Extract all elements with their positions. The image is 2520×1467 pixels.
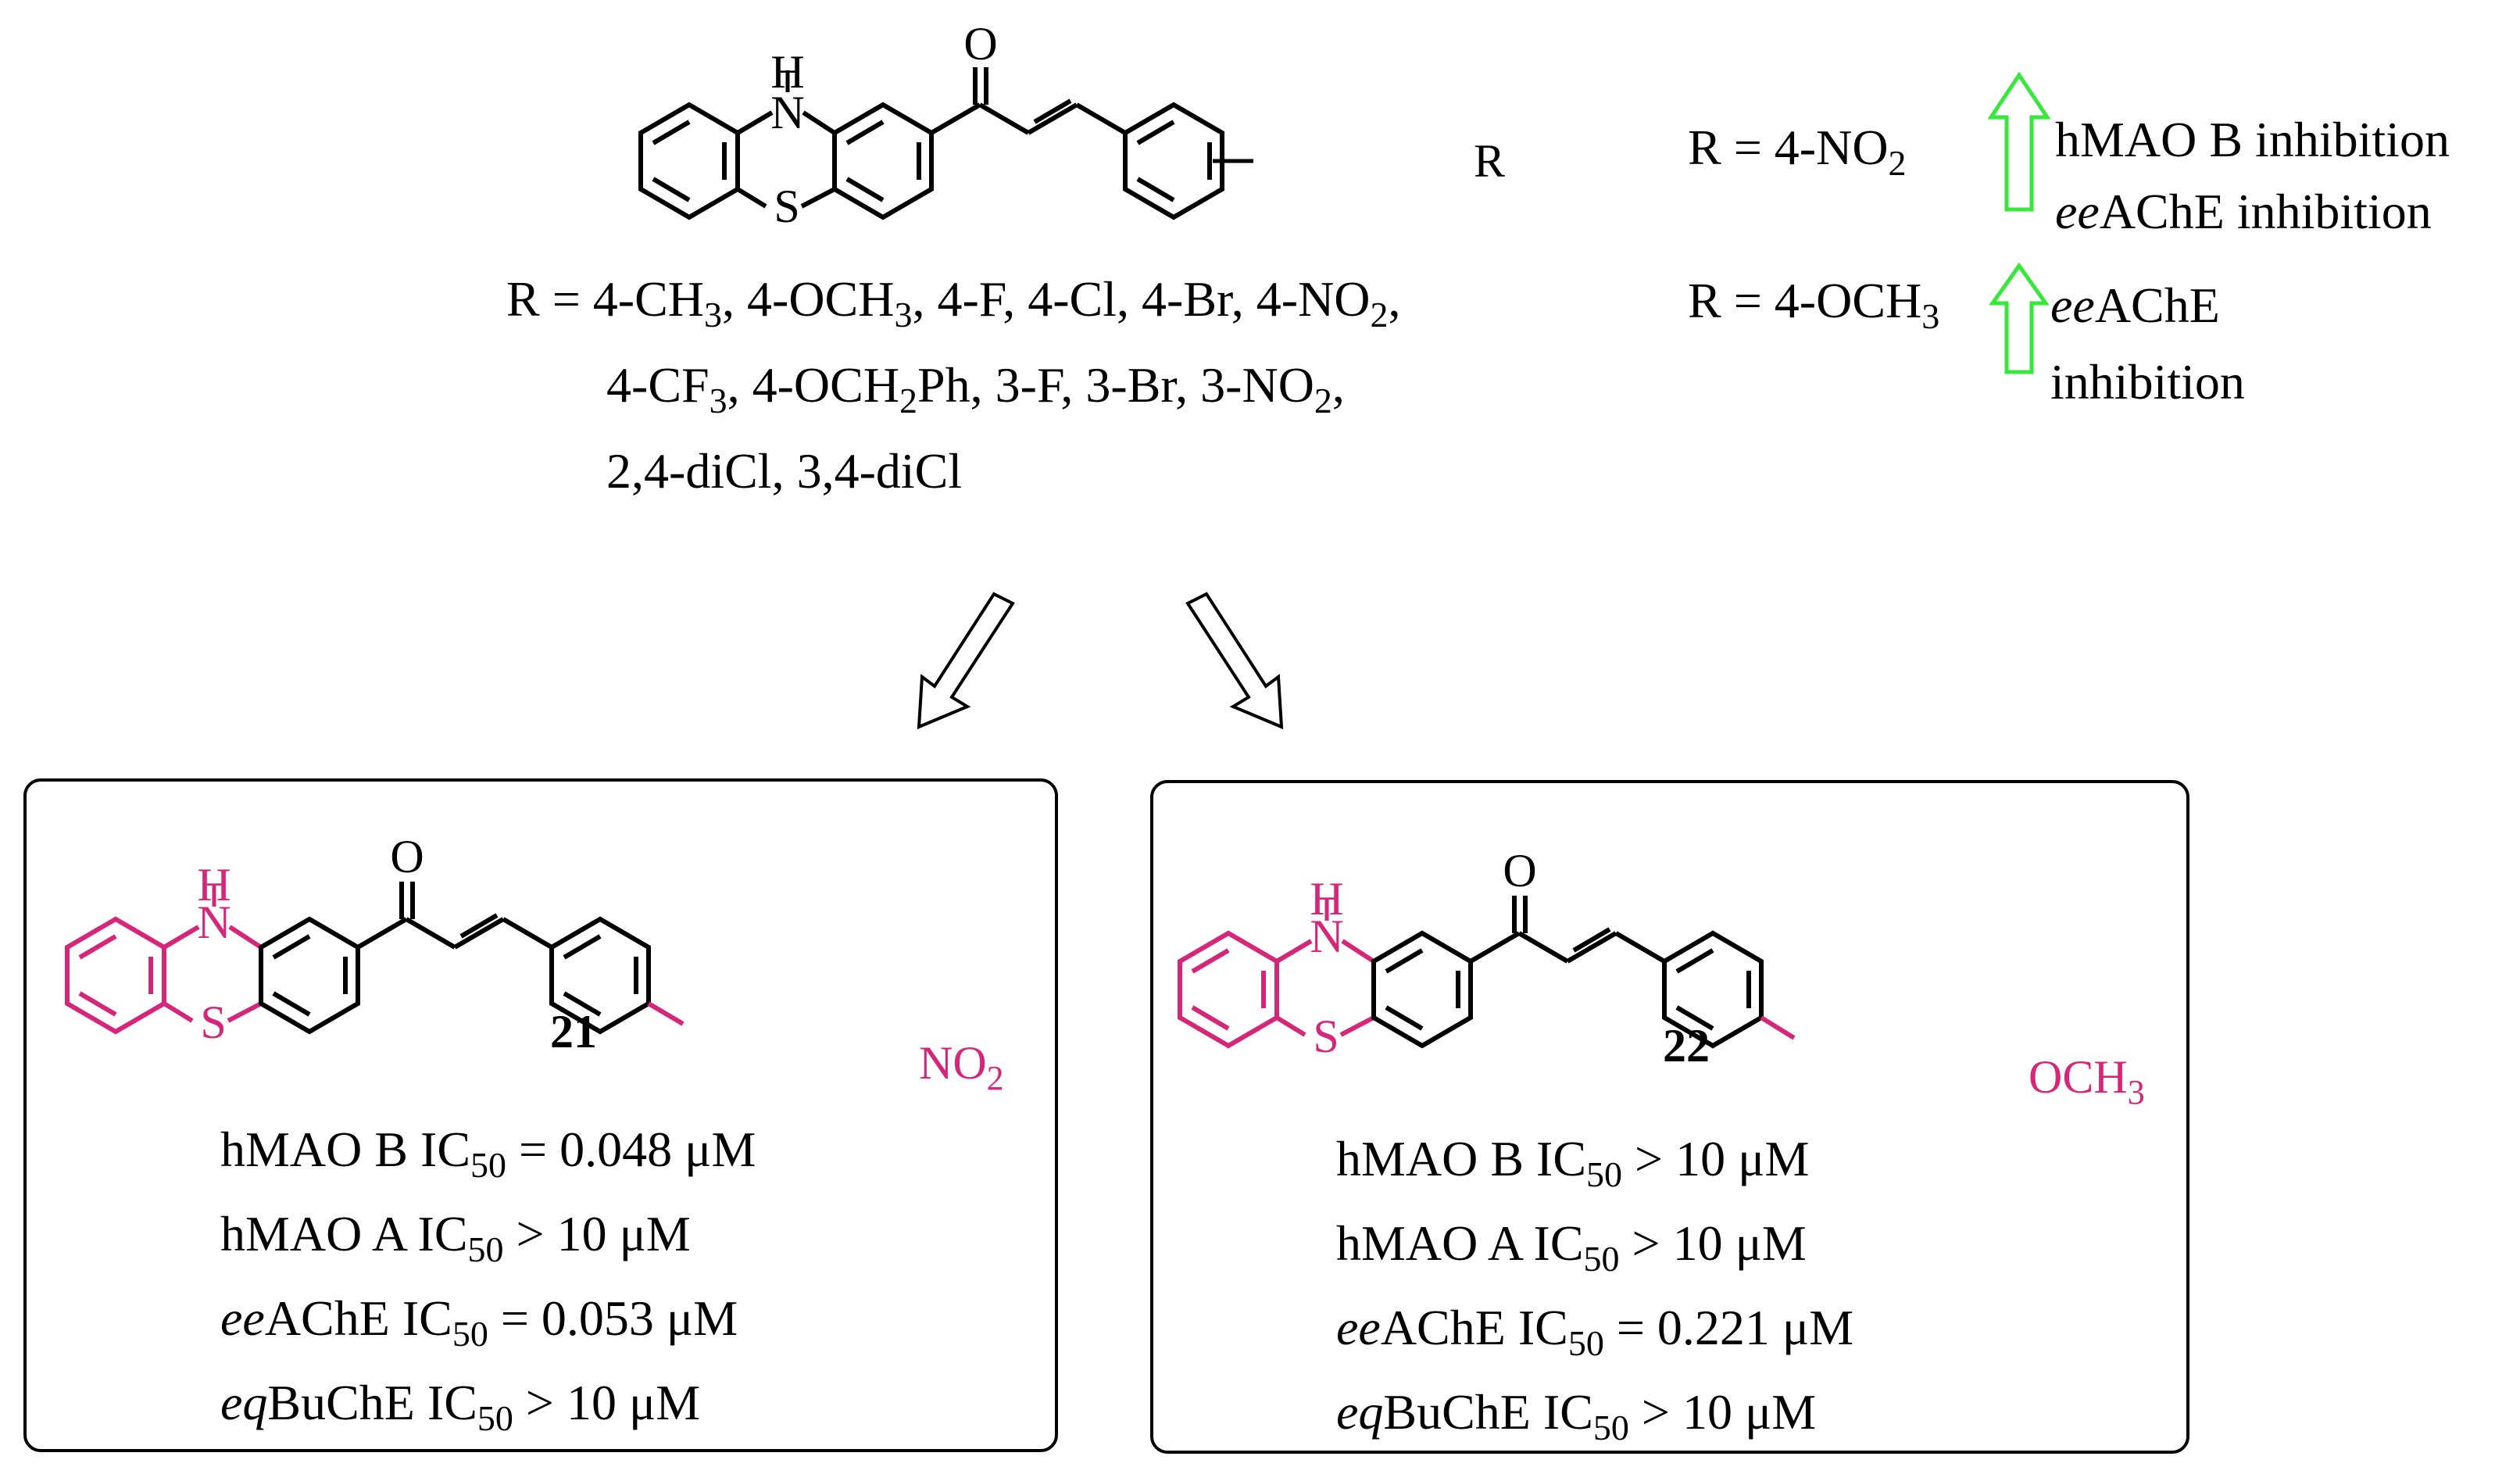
c22-atom-H: H (1310, 873, 1343, 925)
c22-methoxy-group: OCH3 (2029, 1051, 2145, 1111)
arrow-up-icon (1987, 71, 2051, 212)
c21-atom-H: H (197, 859, 231, 911)
c21-result-2: hMAO A IC50 > 10 μM (220, 1206, 691, 1269)
compound-22-structure (1180, 896, 1796, 1049)
sar-nitro-label: R = 4-NO2 (1688, 120, 1907, 183)
top-atom-H: H (770, 46, 804, 98)
c21-atom-S: S (200, 996, 226, 1048)
c22-result-2: hMAO A IC50 > 10 μM (1336, 1215, 1807, 1279)
c21-atom-N: N (197, 896, 231, 948)
top-atom-R: R (1474, 135, 1505, 187)
c21-atom-O: O (390, 831, 424, 882)
down-arrow-right-icon (1185, 592, 1284, 730)
compound-21-box (23, 778, 1058, 1452)
c22-atom-N: N (1310, 911, 1343, 962)
compound-22-results: hMAO B IC50 > 10 μM hMAO A IC50 > 10 μM … (1336, 1131, 1853, 1447)
compound-21-structure (67, 882, 685, 1035)
c22-result-1: hMAO B IC50 > 10 μM (1336, 1131, 1809, 1194)
substituent-line-2: 4-CF3, 4-OCH2Ph, 3-F, 3-Br, 3-NO2, (606, 357, 1345, 420)
c22-result-4: eqBuChE IC50 > 10 μM (1336, 1384, 1816, 1447)
substituent-line-3: 2,4-diCl, 3,4-diCl (606, 443, 962, 499)
top-atom-N: N (770, 87, 804, 138)
arrow-up-icon (1989, 262, 2050, 374)
sar-methoxy-effect-1: eeAChE (2050, 277, 2220, 333)
c22-atom-S: S (1313, 1011, 1339, 1062)
compound-22-number: 22 (1663, 1020, 1710, 1072)
compound-21-number: 21 (550, 1006, 597, 1057)
c21-result-1: hMAO B IC50 = 0.048 μM (220, 1122, 756, 1185)
compound-21-results: hMAO B IC50 = 0.048 μM hMAO A IC50 > 10 … (220, 1122, 756, 1438)
c21-result-3: eeAChE IC50 = 0.053 μM (220, 1290, 738, 1354)
down-arrow-left-icon (917, 592, 1015, 730)
c21-nitro-group: NO2 (919, 1037, 1004, 1097)
top-atom-O: O (963, 18, 997, 70)
substituent-line-1: R = 4-CH3, 4-OCH3, 4-F, 4-Cl, 4-Br, 4-NO… (506, 271, 1401, 335)
sar-methoxy-label: R = 4-OCH3 (1688, 273, 1939, 336)
c22-result-3: eeAChE IC50 = 0.221 μM (1336, 1300, 1853, 1363)
c21-result-4: eqBuChE IC50 > 10 μM (220, 1375, 700, 1438)
sar-nitro-effect-2: eeAChE inhibition (2055, 184, 2432, 239)
sar-nitro-effect-1: hMAO B inhibition (2055, 112, 2450, 167)
compound-22-box (1150, 780, 2189, 1454)
c22-atom-O: O (1503, 845, 1536, 896)
sar-methoxy-effect-2: inhibition (2050, 354, 2245, 410)
top-structure (641, 67, 1253, 220)
top-atom-S: S (774, 181, 799, 232)
